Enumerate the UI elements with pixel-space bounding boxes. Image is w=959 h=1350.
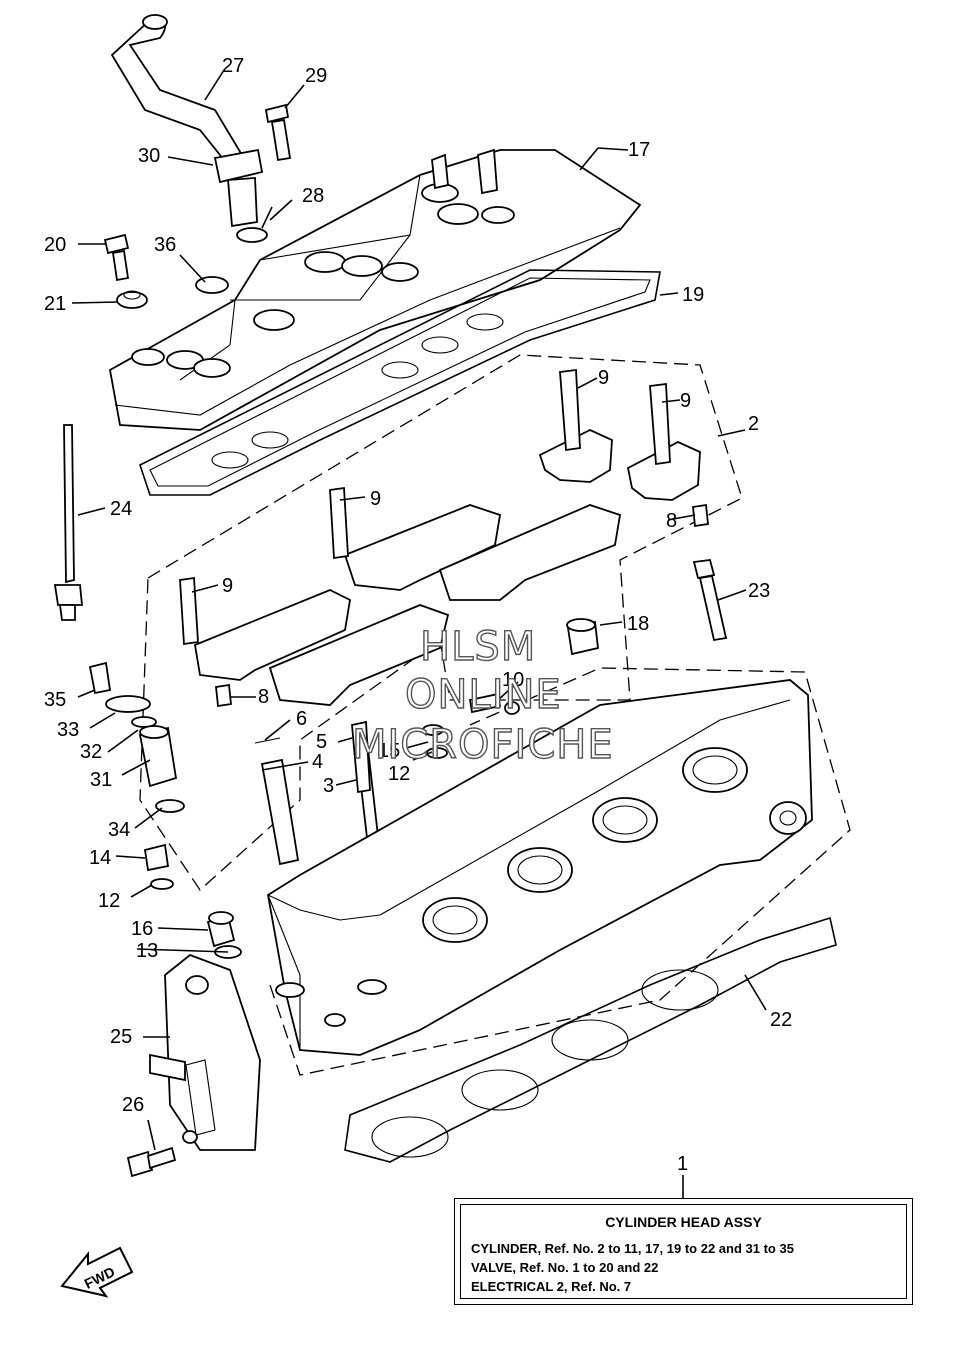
callout-30: 30 <box>138 145 160 167</box>
assembly-reference: CYLINDER, Ref. No. 2 to 11, 17, 19 to 22… <box>471 1241 794 1256</box>
dowel-pins <box>215 503 709 708</box>
valve-parts <box>254 692 520 866</box>
plug-18 <box>566 618 599 656</box>
callout-8-right: 8 <box>666 510 677 532</box>
watermark-line-2: ONLINE <box>405 672 562 718</box>
callout-17: 17 <box>628 139 650 161</box>
cap-36 <box>195 276 229 294</box>
cylinder-head-group-boundary <box>269 667 851 1076</box>
filter-assembly <box>88 661 185 890</box>
callout-28: 28 <box>302 185 324 207</box>
callout-4: 4 <box>312 751 323 773</box>
head-gasket <box>344 916 837 1163</box>
camshaft-cap-middle <box>343 504 622 601</box>
breather-hose <box>110 14 268 243</box>
watermark-line-1: HLSM <box>420 624 536 670</box>
leader-lines <box>71 69 767 1198</box>
callout-6: 6 <box>296 708 307 730</box>
callout-5: 5 <box>316 731 327 753</box>
callout-27: 27 <box>222 55 244 77</box>
callout-26: 26 <box>122 1094 144 1116</box>
callout-24: 24 <box>110 498 132 520</box>
callout-34: 34 <box>108 819 130 841</box>
cylinder-head <box>267 679 813 1056</box>
callout-9-b: 9 <box>680 390 691 412</box>
bolt-29 <box>264 103 292 162</box>
assembly-info-box: CYLINDER HEAD ASSY CYLINDER, Ref. No. 2 … <box>454 1198 913 1305</box>
bolt-26 <box>126 1146 177 1178</box>
watermark-line-3: MICROFICHE <box>352 722 614 768</box>
callout-1: 1 <box>677 1153 688 1175</box>
callout-15: 15 <box>378 740 400 762</box>
callout-33: 33 <box>57 719 79 741</box>
callout-12-a: 12 <box>388 763 410 785</box>
callout-21: 21 <box>44 293 66 315</box>
callout-9-c: 9 <box>370 488 381 510</box>
callout-18: 18 <box>627 613 649 635</box>
assembly-reference: ELECTRICAL 2, Ref. No. 7 <box>471 1279 632 1294</box>
callout-13: 13 <box>136 940 158 962</box>
cable-tie <box>53 424 83 621</box>
assembly-title: CYLINDER HEAD ASSY <box>605 1214 762 1230</box>
callout-14: 14 <box>89 847 111 869</box>
callout-12-b: 12 <box>98 890 120 912</box>
callout-22: 22 <box>770 1009 792 1031</box>
camshaft-cap-lower <box>193 589 450 706</box>
valve-cover <box>108 148 642 431</box>
head-bolt <box>692 559 728 642</box>
callout-16: 16 <box>131 918 153 940</box>
bolt-20 <box>103 233 130 282</box>
camshaft-cap-upper-right <box>538 429 701 501</box>
callout-9-a: 9 <box>598 367 609 389</box>
callout-3: 3 <box>323 775 334 797</box>
cap-bolts <box>179 368 671 646</box>
callout-23: 23 <box>748 580 770 602</box>
callout-20: 20 <box>44 234 66 256</box>
valve-cover-gasket <box>139 269 661 496</box>
callout-19: 19 <box>682 284 704 306</box>
camshaft-cap-group-boundary <box>139 354 743 891</box>
watermark: HLSM ONLINE MICROFICHE <box>351 623 614 768</box>
callout-35: 35 <box>44 689 66 711</box>
assembly-info-inner: CYLINDER HEAD ASSY CYLINDER, Ref. No. 2 … <box>460 1204 907 1299</box>
callout-32: 32 <box>80 741 102 763</box>
callout-numbers: 1 2 3 4 5 6 8 8 9 9 9 9 10 12 12 13 14 1… <box>44 55 792 1175</box>
forward-arrow-icon: FWD <box>60 1246 134 1298</box>
mounting-plate <box>149 953 261 1151</box>
callout-10: 10 <box>502 669 524 691</box>
callout-29: 29 <box>305 65 327 87</box>
callout-31: 31 <box>90 769 112 791</box>
grommet-21 <box>116 290 148 309</box>
assembly-reference: VALVE, Ref. No. 1 to 20 and 22 <box>471 1260 659 1275</box>
callout-8-left: 8 <box>258 686 269 708</box>
callout-2: 2 <box>748 413 759 435</box>
callout-25: 25 <box>110 1026 132 1048</box>
callout-36: 36 <box>154 234 176 256</box>
callout-9-d: 9 <box>222 575 233 597</box>
